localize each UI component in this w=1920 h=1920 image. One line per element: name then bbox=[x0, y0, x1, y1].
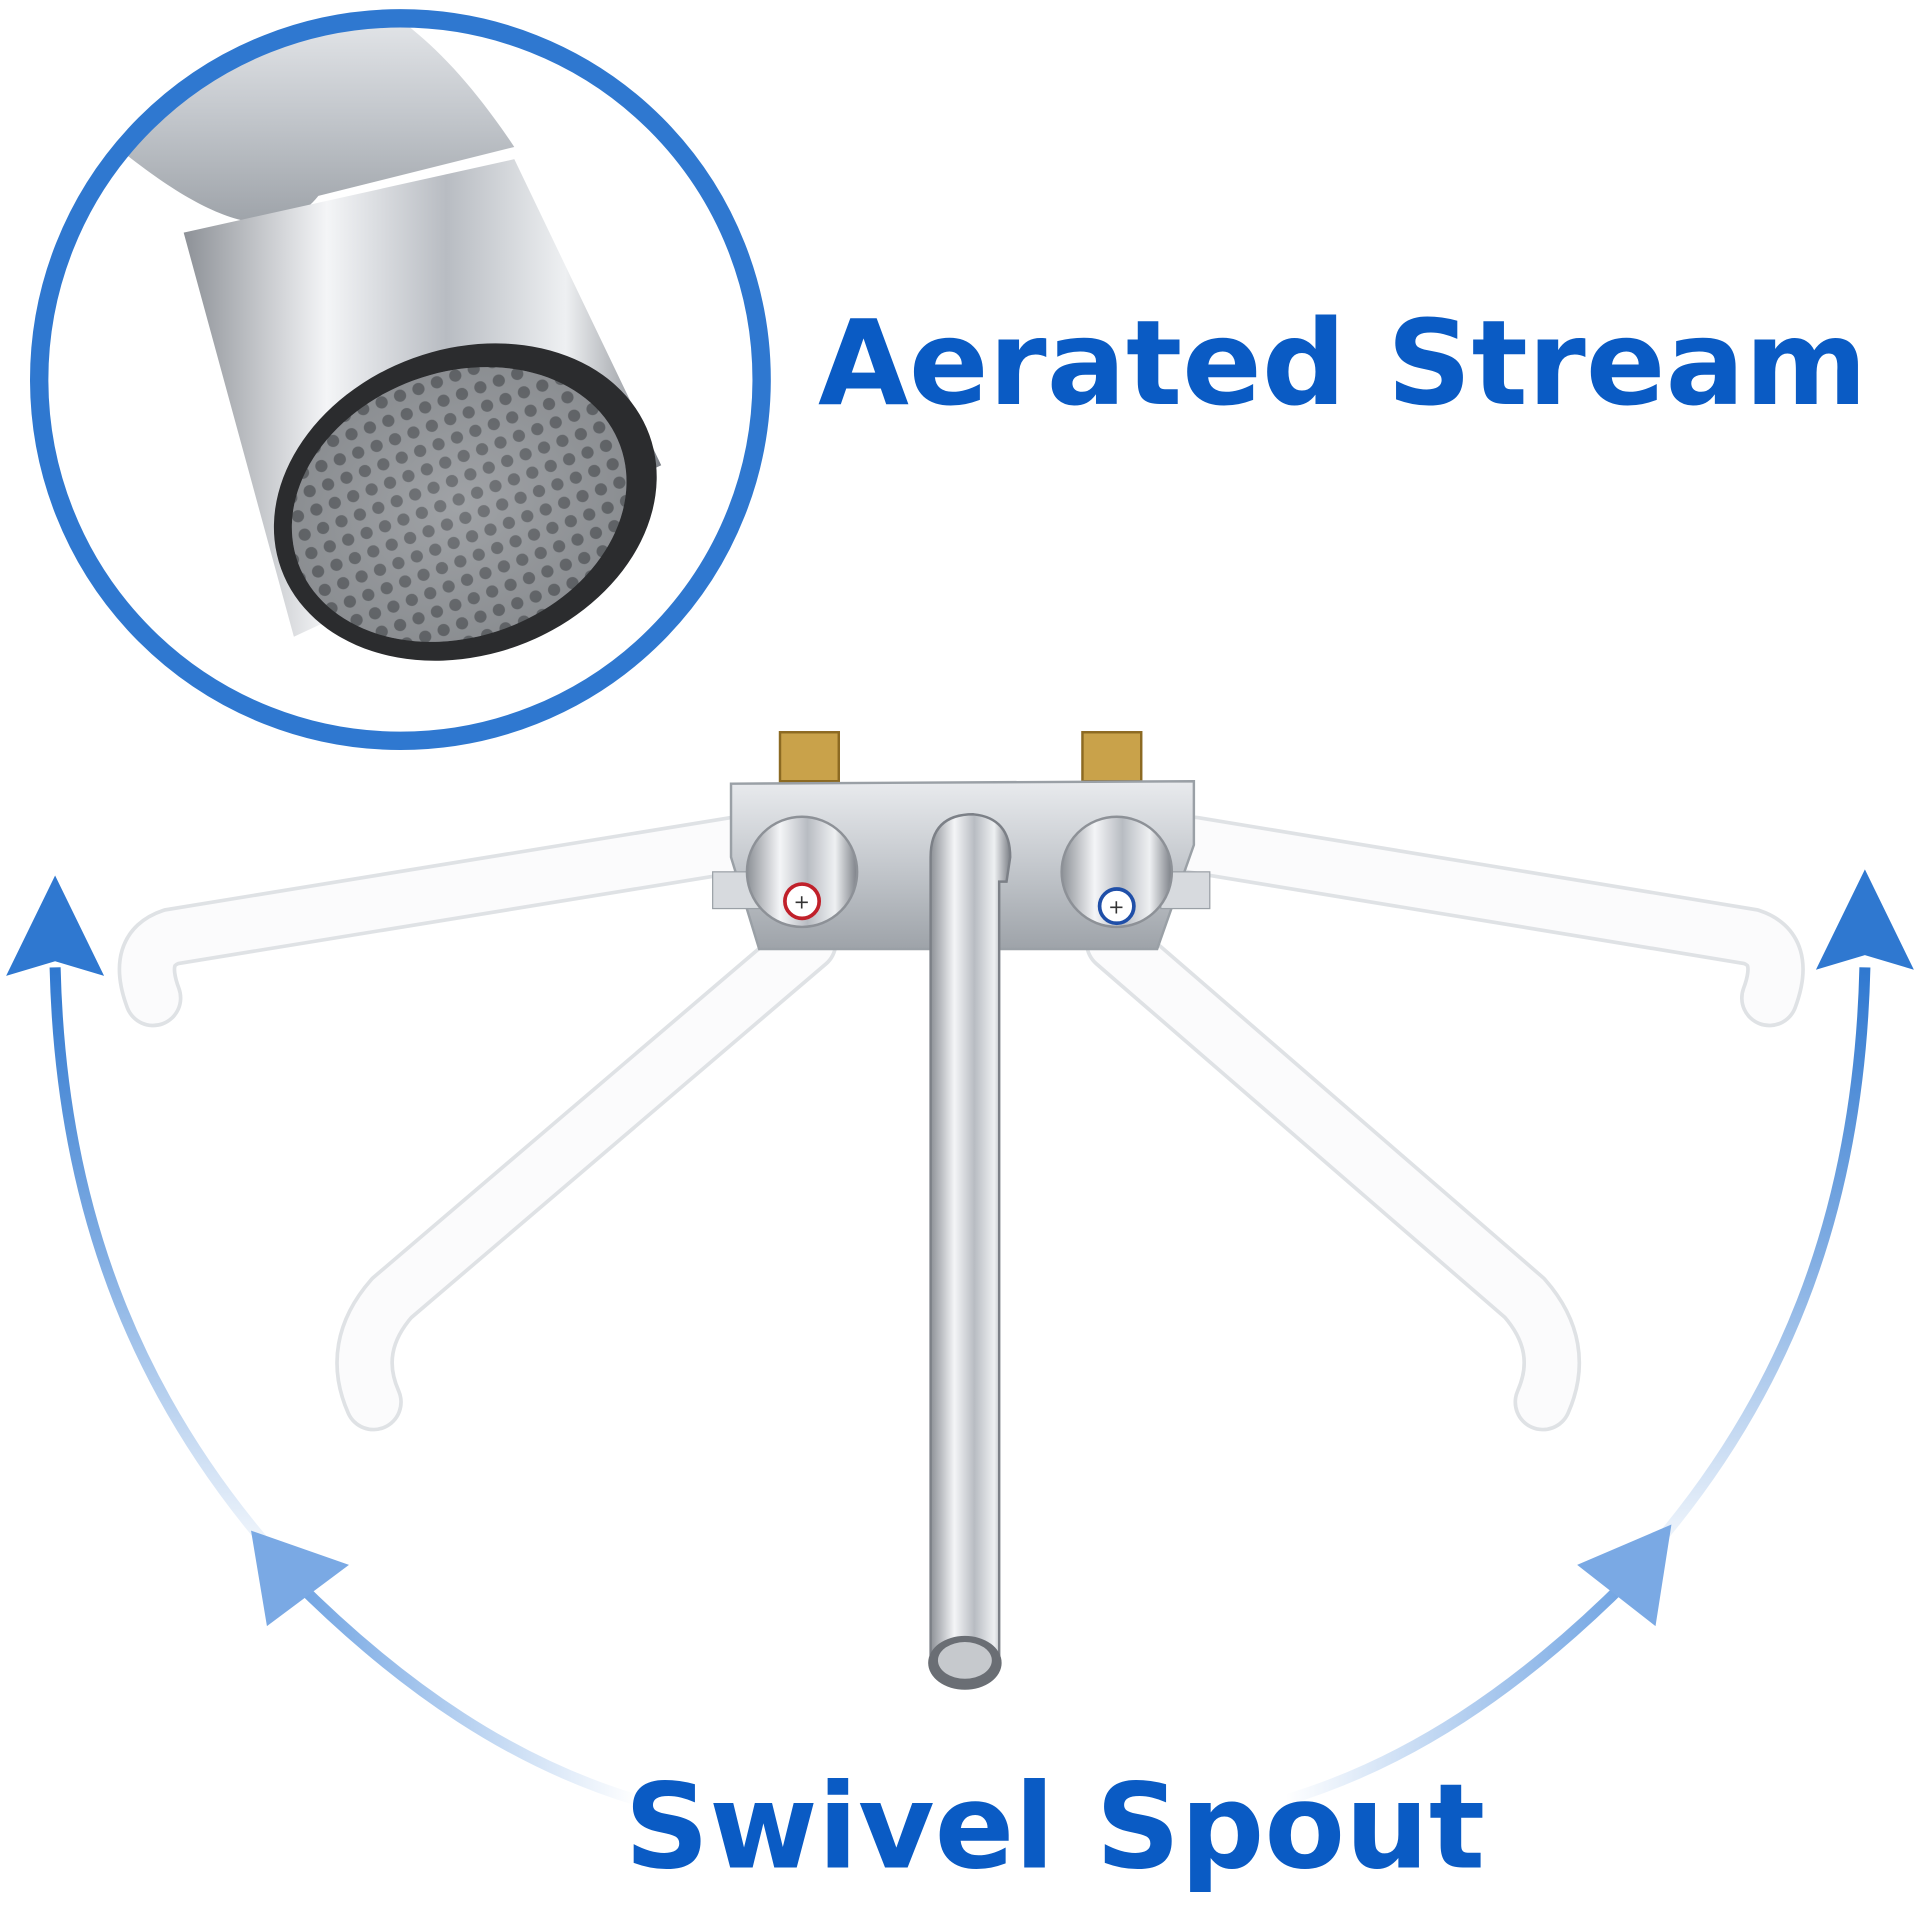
swivel-arrow-icon bbox=[6, 869, 1914, 1806]
svg-text:+: + bbox=[1108, 895, 1124, 918]
aerated-stream-heading: Aerated Stream bbox=[818, 295, 1867, 432]
swivel-spout-heading: Swivel Spout bbox=[624, 1758, 1485, 1895]
svg-text:+: + bbox=[793, 891, 809, 914]
aerator-closeup-image bbox=[45, 24, 756, 735]
closeup-ring bbox=[30, 9, 771, 750]
faucet-image: + + bbox=[117, 731, 1805, 1690]
